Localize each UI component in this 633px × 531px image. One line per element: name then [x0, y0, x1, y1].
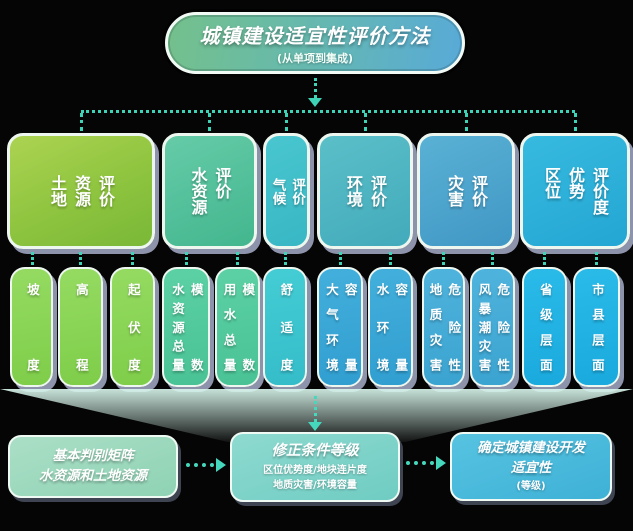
subcard-water-capacity: 水环境 容量 [368, 267, 413, 387]
connector-drop-4 [364, 113, 367, 131]
header-card-environment: 环境 评价 [317, 133, 413, 249]
connector-tick [185, 252, 188, 265]
connector-tick [442, 252, 445, 265]
subcard-label: 水环境 容量 [374, 283, 409, 371]
page-subtitle: (从单项到集成) [276, 52, 354, 65]
header-card-location-advantage: 区位 优势 评价度 [520, 133, 630, 249]
header-card-climate: 气候 评价 [263, 133, 310, 249]
connector-tick [491, 252, 494, 265]
dotted-line [186, 463, 214, 467]
subcard-undulation: 起伏度 [110, 267, 155, 387]
connector-tick [543, 252, 546, 265]
connector-tick [284, 252, 287, 265]
subcard-label: 风暴潮灾害 危险性 [476, 283, 511, 371]
subcard-label: 坡度 [24, 283, 40, 371]
connector-trunk-line [81, 110, 575, 113]
header-card-label: 环境 评价 [344, 175, 387, 207]
header-card-label: 水资源 评价 [188, 167, 232, 215]
subcard-provincial-level: 省级层面 [522, 267, 567, 387]
flow-box-line: 地质灾害/环境容量 [273, 479, 357, 491]
subcard-label: 地质灾害 危险性 [427, 283, 462, 371]
flow-box-line: 区位优势度/地块连片度 [263, 464, 367, 476]
subcard-label: 高程 [73, 283, 89, 371]
arrowhead-down-icon [308, 98, 322, 107]
connector-tick [389, 252, 392, 265]
subcard-storm-surge-hazard: 风暴潮灾害 危险性 [470, 267, 515, 387]
connector-drop-1 [80, 113, 83, 131]
connector-funnel-line [314, 396, 317, 422]
flow-box-suitability-result: 确定城镇建设开发 适宜性 (等级) [450, 432, 612, 501]
flow-box-line: 基本判别矩阵 [52, 447, 134, 464]
connector-drop-3 [285, 113, 288, 131]
subcard-label: 水资源总量 模数 [170, 283, 204, 371]
connector-title-line [314, 78, 317, 98]
header-card-label: 土地 资源 评价 [48, 175, 115, 207]
flow-arrow-2 [406, 456, 446, 470]
arrowhead-down-icon [308, 422, 322, 431]
title-pill: 城镇建设适宜性评价方法 (从单项到集成) [165, 12, 465, 74]
subcard-label: 舒适度 [278, 283, 294, 371]
header-card-label: 区位 优势 评价度 [542, 167, 609, 215]
subcard-elevation: 高程 [58, 267, 103, 387]
connector-tick [79, 252, 82, 265]
subcard-label: 大气环境 容量 [324, 283, 358, 371]
flow-box-judgment-matrix: 基本判别矩阵 水资源和土地资源 [8, 435, 178, 498]
header-card-label: 气候 评价 [269, 177, 306, 205]
subcard-water-use-modulus: 用水总量 模数 [215, 267, 260, 387]
connector-tick [595, 252, 598, 265]
subcard-comfort: 舒适度 [263, 267, 307, 387]
subcard-slope: 坡度 [10, 267, 53, 387]
subcard-label: 起伏度 [125, 283, 141, 371]
connector-tick [31, 252, 34, 265]
flow-box-line: 适宜性 [510, 460, 552, 476]
flow-box-correction-grade: 修正条件等级 区位优势度/地块连片度 地质灾害/环境容量 [230, 432, 400, 502]
flow-box-line: (等级) [516, 480, 546, 492]
connector-drop-2 [208, 113, 211, 131]
connector-drop-5 [465, 113, 468, 131]
page-title: 城镇建设适宜性评价方法 [199, 24, 431, 48]
subcard-geo-hazard: 地质灾害 危险性 [422, 267, 465, 387]
subcard-city-county-level: 市县层面 [573, 267, 620, 387]
flow-box-title: 修正条件等级 [271, 443, 359, 460]
arrowhead-right-icon [216, 458, 226, 472]
subcard-label: 市县层面 [589, 283, 605, 371]
flow-box-line: 水资源和土地资源 [39, 467, 147, 484]
arrowhead-right-icon [436, 456, 446, 470]
header-card-label: 灾害 评价 [445, 175, 488, 207]
dotted-line [406, 461, 434, 465]
header-card-disaster: 灾害 评价 [417, 133, 515, 249]
connector-tick [236, 252, 239, 265]
flow-box-line: 确定城镇建设开发 [477, 440, 585, 457]
connector-drop-6 [574, 113, 577, 131]
subcard-air-capacity: 大气环境 容量 [317, 267, 363, 387]
connector-tick [339, 252, 342, 265]
connector-tick [131, 252, 134, 265]
header-card-water-resource: 水资源 评价 [162, 133, 257, 249]
header-card-land-resource: 土地 资源 评价 [7, 133, 155, 249]
subcard-label: 省级层面 [537, 283, 553, 371]
subcard-water-resource-modulus: 水资源总量 模数 [162, 267, 210, 387]
flow-arrow-1 [186, 458, 226, 472]
subcard-label: 用水总量 模数 [221, 283, 256, 371]
